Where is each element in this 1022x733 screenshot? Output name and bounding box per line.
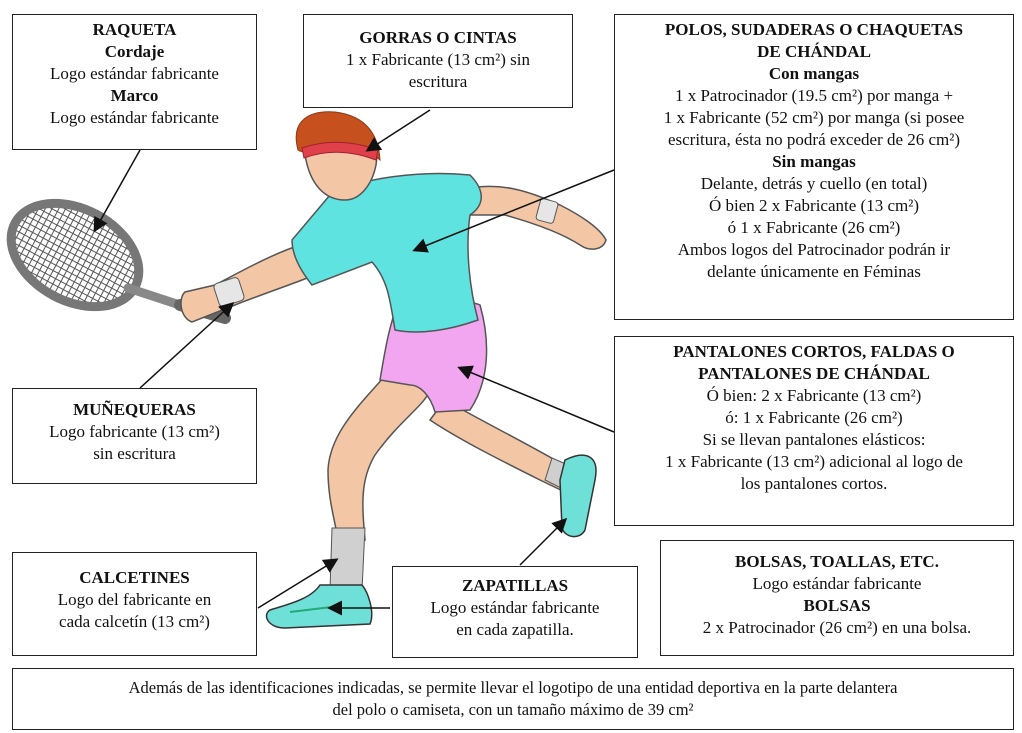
back-leg bbox=[430, 400, 596, 537]
zapatillas-line2: en cada zapatilla. bbox=[399, 619, 631, 641]
bolsas-box: BOLSAS, TOALLAS, ETC. Logo estándar fabr… bbox=[660, 540, 1014, 656]
arrow-raqueta bbox=[95, 150, 140, 230]
polos-con-mangas: Con mangas bbox=[621, 63, 1007, 85]
polos-title-1: POLOS, SUDADERAS O CHAQUETAS bbox=[621, 19, 1007, 41]
bolsas-sub: BOLSAS bbox=[667, 595, 1007, 617]
pantalones-box: PANTALONES CORTOS, FALDAS O PANTALONES D… bbox=[614, 336, 1014, 526]
pantalones-title-2: PANTALONES DE CHÁNDAL bbox=[621, 363, 1007, 385]
pantalones-line4: 1 x Fabricante (13 cm²) adicional al log… bbox=[621, 451, 1007, 473]
pantalones-title-1: PANTALONES CORTOS, FALDAS O bbox=[621, 341, 1007, 363]
raqueta-title: RAQUETA bbox=[19, 19, 250, 41]
polos-line6: ó 1 x Fabricante (26 cm²) bbox=[621, 217, 1007, 239]
gorras-title: GORRAS O CINTAS bbox=[310, 27, 566, 49]
pantalones-line3: Si se llevan pantalones elásticos: bbox=[621, 429, 1007, 451]
gorras-line1: 1 x Fabricante (13 cm²) sin bbox=[310, 49, 566, 71]
nota-line2: del polo o camiseta, con un tamaño máxim… bbox=[19, 699, 1007, 721]
bolsas-title: BOLSAS, TOALLAS, ETC. bbox=[667, 551, 1007, 573]
polos-box: POLOS, SUDADERAS O CHAQUETAS DE CHÁNDAL … bbox=[614, 14, 1014, 320]
raqueta-marco-label: Marco bbox=[19, 85, 250, 107]
shirt bbox=[292, 174, 481, 332]
polos-sin-mangas: Sin mangas bbox=[621, 151, 1007, 173]
polos-line2: 1 x Fabricante (52 cm²) por manga (si po… bbox=[621, 107, 1007, 129]
pantalones-line5: los pantalones cortos. bbox=[621, 473, 1007, 495]
raqueta-cordaje-text: Logo estándar fabricante bbox=[19, 63, 250, 85]
head bbox=[296, 112, 380, 200]
calcetines-line2: cada calcetín (13 cm²) bbox=[19, 611, 250, 633]
polos-line3: escritura, ésta no podrá exceder de 26 c… bbox=[621, 129, 1007, 151]
gorras-line2: escritura bbox=[310, 71, 566, 93]
calcetines-box: CALCETINES Logo del fabricante en cada c… bbox=[12, 552, 257, 656]
calcetines-line1: Logo del fabricante en bbox=[19, 589, 250, 611]
raqueta-box: RAQUETA Cordaje Logo estándar fabricante… bbox=[12, 14, 257, 150]
zapatillas-box: ZAPATILLAS Logo estándar fabricante en c… bbox=[392, 566, 638, 658]
munequeras-line1: Logo fabricante (13 cm²) bbox=[19, 421, 250, 443]
nota-box: Además de las identificaciones indicadas… bbox=[12, 668, 1014, 730]
gorras-box: GORRAS O CINTAS 1 x Fabricante (13 cm²) … bbox=[303, 14, 573, 108]
pantalones-line1: Ó bien: 2 x Fabricante (13 cm²) bbox=[621, 385, 1007, 407]
zapatillas-title: ZAPATILLAS bbox=[399, 575, 631, 597]
bolsas-line1: Logo estándar fabricante bbox=[667, 573, 1007, 595]
munequeras-box: MUÑEQUERAS Logo fabricante (13 cm²) sin … bbox=[12, 388, 257, 484]
polos-line4: Delante, detrás y cuello (en total) bbox=[621, 173, 1007, 195]
bolsas-line2: 2 x Patrocinador (26 cm²) en una bolsa. bbox=[667, 617, 1007, 639]
munequeras-title: MUÑEQUERAS bbox=[19, 399, 250, 421]
arrow-zapatillas-2 bbox=[520, 520, 565, 565]
raqueta-marco-text: Logo estándar fabricante bbox=[19, 107, 250, 129]
calcetines-title: CALCETINES bbox=[19, 567, 250, 589]
raqueta-cordaje-label: Cordaje bbox=[19, 41, 250, 63]
nota-line1: Además de las identificaciones indicadas… bbox=[19, 677, 1007, 699]
polos-title-2: DE CHÁNDAL bbox=[621, 41, 1007, 63]
polos-line8: delante únicamente en Féminas bbox=[621, 261, 1007, 283]
polos-line7: Ambos logos del Patrocinador podrán ir bbox=[621, 239, 1007, 261]
munequeras-line2: sin escritura bbox=[19, 443, 250, 465]
polos-line1: 1 x Patrocinador (19.5 cm²) por manga + bbox=[621, 85, 1007, 107]
polos-line5: Ó bien 2 x Fabricante (13 cm²) bbox=[621, 195, 1007, 217]
pantalones-line2: ó: 1 x Fabricante (26 cm²) bbox=[621, 407, 1007, 429]
zapatillas-line1: Logo estándar fabricante bbox=[399, 597, 631, 619]
arrow-gorras bbox=[368, 110, 430, 150]
